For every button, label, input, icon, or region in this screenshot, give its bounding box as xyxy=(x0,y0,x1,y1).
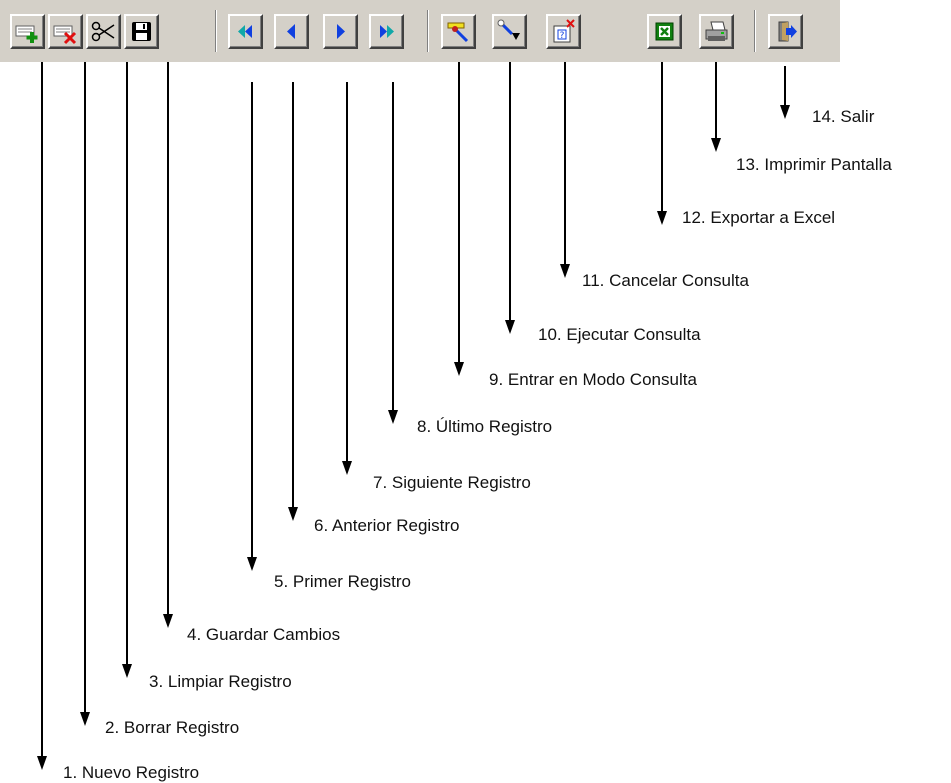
arrow-exportar-excel xyxy=(657,62,667,225)
toolbar-separator xyxy=(427,10,429,52)
new-record-button[interactable] xyxy=(10,14,45,49)
label-borrar-registro: 2. Borrar Registro xyxy=(105,718,240,737)
label-siguiente-registro: 7. Siguiente Registro xyxy=(373,473,531,492)
arrow-limpiar-registro xyxy=(122,62,132,678)
svg-text:?: ? xyxy=(560,31,565,41)
export-excel-button[interactable] xyxy=(647,14,682,49)
delete-record-icon xyxy=(53,25,77,45)
toolbar: ? xyxy=(0,0,840,62)
label-exportar-excel: 12. Exportar a Excel xyxy=(682,208,836,227)
clear-record-button[interactable] xyxy=(86,14,121,49)
save-changes-button[interactable] xyxy=(124,14,159,49)
previous-record-button[interactable] xyxy=(274,14,309,49)
arrow-siguiente-registro xyxy=(342,82,352,475)
toolbar-separator xyxy=(754,10,756,52)
exit-icon xyxy=(778,21,797,42)
exit-button[interactable] xyxy=(768,14,803,49)
arrow-primer-registro xyxy=(247,82,257,571)
arrow-imprimir-pantalla xyxy=(711,62,721,152)
arrow-cancelar-consulta xyxy=(560,62,570,278)
arrow-nuevo-registro xyxy=(37,62,47,770)
excel-icon xyxy=(655,22,674,41)
arrow-modo-consulta xyxy=(454,62,464,376)
printer-icon xyxy=(705,21,728,41)
label-ejecutar-consulta: 10. Ejecutar Consulta xyxy=(538,325,701,344)
arrow-guardar-cambios xyxy=(163,62,173,628)
last-record-icon xyxy=(380,25,394,38)
label-nuevo-registro: 1. Nuevo Registro xyxy=(63,763,200,782)
floppy-disk-icon xyxy=(132,22,151,41)
label-imprimir-pantalla: 13. Imprimir Pantalla xyxy=(736,155,892,174)
cancel-query-button[interactable]: ? xyxy=(546,14,581,49)
arrow-salir xyxy=(780,66,790,119)
next-record-icon xyxy=(337,24,345,39)
new-record-icon xyxy=(15,25,38,43)
delete-record-button[interactable] xyxy=(48,14,83,49)
label-salir: 14. Salir xyxy=(812,107,875,126)
print-screen-button[interactable] xyxy=(699,14,734,49)
arrow-anterior-registro xyxy=(288,82,298,521)
first-record-icon xyxy=(238,25,252,38)
enter-query-icon xyxy=(447,22,469,43)
execute-query-button[interactable] xyxy=(492,14,527,49)
next-record-button[interactable] xyxy=(323,14,358,49)
arrow-ultimo-registro xyxy=(388,82,398,424)
scissors-icon xyxy=(91,21,115,42)
previous-record-icon xyxy=(287,24,295,39)
label-guardar-cambios: 4. Guardar Cambios xyxy=(187,625,341,644)
label-cancelar-consulta: 11. Cancelar Consulta xyxy=(582,271,749,290)
toolbar-separator xyxy=(215,10,217,52)
execute-query-icon xyxy=(497,19,520,40)
label-limpiar-registro: 3. Limpiar Registro xyxy=(149,672,292,691)
arrow-borrar-registro xyxy=(80,62,90,726)
last-record-button[interactable] xyxy=(369,14,404,49)
enter-query-button[interactable] xyxy=(441,14,476,49)
label-ultimo-registro: 8. Último Registro xyxy=(417,417,553,436)
label-primer-registro: 5. Primer Registro xyxy=(274,572,411,591)
arrow-ejecutar-consulta xyxy=(505,62,515,334)
label-anterior-registro: 6. Anterior Registro xyxy=(314,516,460,535)
cancel-query-icon: ? xyxy=(553,19,575,43)
label-modo-consulta: 9. Entrar en Modo Consulta xyxy=(489,370,697,389)
first-record-button[interactable] xyxy=(228,14,263,49)
